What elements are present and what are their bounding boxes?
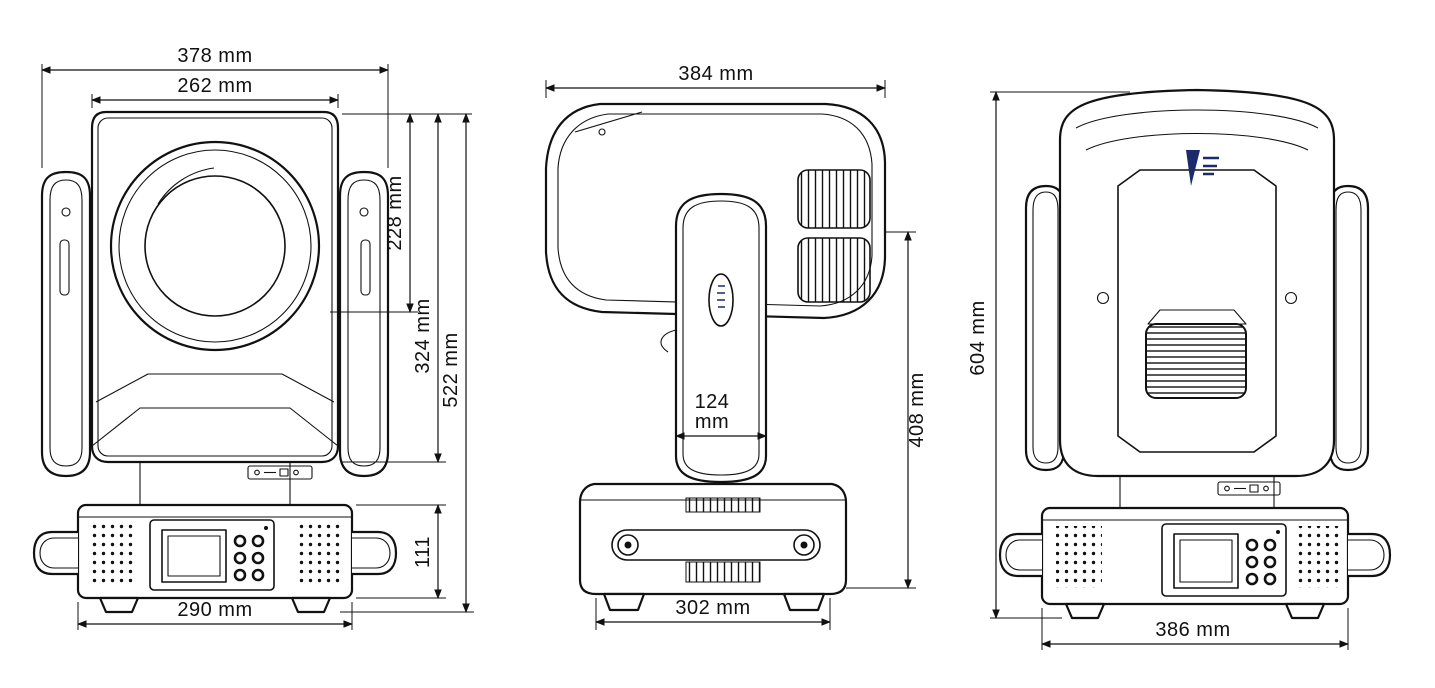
base-bottom-slots xyxy=(685,561,761,583)
dim-yoke-width-unit: mm xyxy=(695,411,729,433)
dim-total-height-front: 522 mm xyxy=(440,332,462,407)
back-base xyxy=(998,506,1392,620)
dim-base-width-back: 386 mm xyxy=(1155,619,1230,641)
front-lens xyxy=(109,140,321,352)
base-top-slots xyxy=(685,497,761,513)
dim-lens-width-front: 262 mm xyxy=(177,75,252,97)
dim-head-height-front: 324 mm xyxy=(412,298,434,373)
dim-yoke-width-value: 124 xyxy=(695,391,730,413)
heatsink-ribs xyxy=(1145,323,1247,399)
side-yoke-arm xyxy=(660,192,768,484)
front-view: 378 mm 262 mm 228 mm 324 mm 522 mm 111 2… xyxy=(32,45,474,630)
dim-upper-height-front: 228 mm xyxy=(384,175,406,250)
dim-overall-width-front: 378 mm xyxy=(177,45,252,67)
front-left-vent-grid xyxy=(92,524,136,584)
back-left-vent-grid xyxy=(1056,526,1102,588)
back-warning-label xyxy=(1217,481,1281,496)
front-left-handle xyxy=(32,530,78,576)
front-left-foot xyxy=(98,596,140,614)
front-right-handle xyxy=(352,530,398,576)
menu-buttons xyxy=(1245,538,1277,586)
back-dimensions: 604 mm 386 mm xyxy=(967,91,1349,650)
back-left-handle xyxy=(998,532,1042,578)
back-left-arm xyxy=(1024,184,1066,472)
menu-buttons xyxy=(233,534,265,582)
brand-logo-icon xyxy=(708,273,734,327)
side-dimensions: 384 mm 124 mm 408 mm 302 mm xyxy=(545,63,928,630)
dim-upper-height-side: 408 mm xyxy=(906,372,928,447)
display-screen xyxy=(1173,533,1239,589)
front-left-arm xyxy=(40,170,92,478)
back-right-handle xyxy=(1348,532,1392,578)
side-base xyxy=(578,482,848,612)
front-head xyxy=(90,110,340,505)
side-left-foot xyxy=(602,592,646,612)
back-right-arm xyxy=(1328,184,1370,472)
front-base xyxy=(32,503,398,614)
dim-base-height-front: 111 xyxy=(412,536,434,568)
back-right-vent-grid xyxy=(1298,526,1342,588)
front-dimensions: 378 mm 262 mm 228 mm 324 mm 522 mm 111 2… xyxy=(41,45,474,630)
side-lower-vent-slats xyxy=(797,237,871,303)
back-left-foot xyxy=(1064,602,1106,620)
dim-overall-height-back: 604 mm xyxy=(967,300,989,375)
side-right-foot xyxy=(782,592,826,612)
back-view: 604 mm 386 mm xyxy=(967,88,1392,650)
side-view: 384 mm 124 mm 408 mm 302 mm xyxy=(544,63,928,630)
front-display-panel xyxy=(149,519,275,591)
cable-detail xyxy=(660,329,677,353)
brand-logo-icon xyxy=(1186,150,1219,186)
side-upper-vent-slats xyxy=(797,169,871,229)
back-display-panel xyxy=(1161,523,1287,597)
back-head xyxy=(1058,88,1336,508)
front-right-vent-grid xyxy=(296,524,340,584)
front-right-arm xyxy=(338,170,390,478)
dim-head-depth-side: 384 mm xyxy=(678,63,753,85)
front-right-foot xyxy=(290,596,332,614)
display-screen xyxy=(161,529,227,583)
front-warning-label xyxy=(247,465,313,480)
dim-base-width-front: 290 mm xyxy=(177,599,252,621)
back-right-foot xyxy=(1284,602,1326,620)
base-handle-recess xyxy=(611,529,821,561)
dim-base-depth-side: 302 mm xyxy=(675,597,750,619)
